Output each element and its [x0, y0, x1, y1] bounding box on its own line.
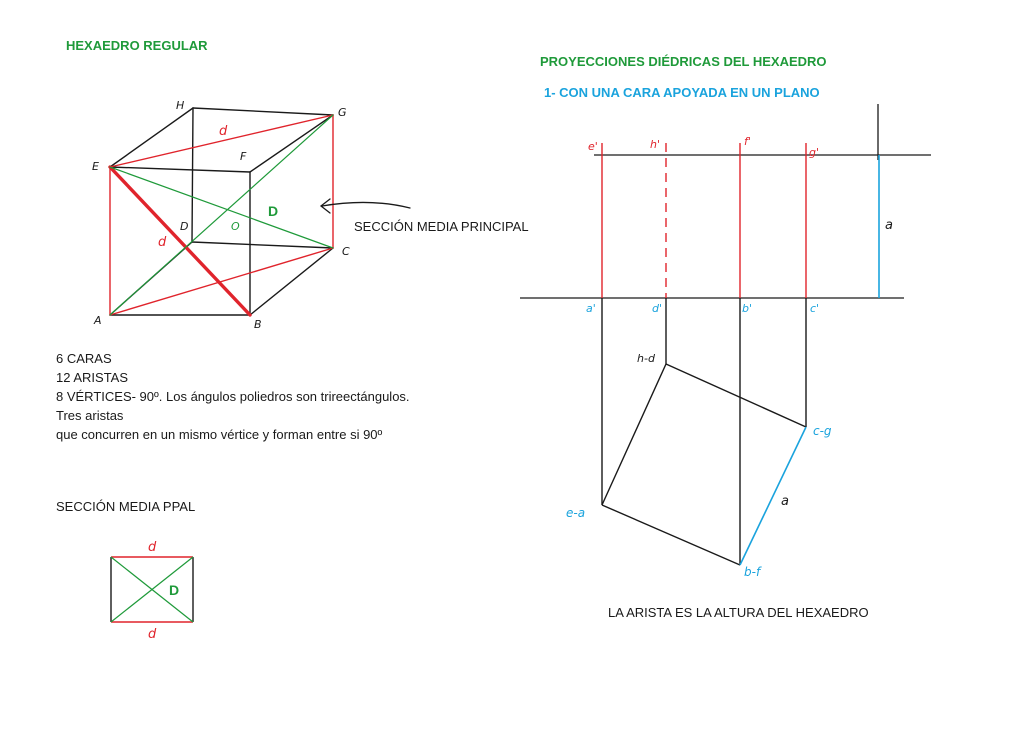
plan-label-e-a: e-a — [566, 506, 586, 520]
property-1: 6 CARAS — [56, 351, 112, 366]
label-g-prime: g' — [809, 146, 820, 159]
projections-title: PROYECCIONES DIÉDRICAS DEL HEXAEDRO — [540, 54, 827, 69]
cube-edge-ef — [109, 166, 251, 173]
label-a-prime: a' — [586, 302, 596, 315]
cube-edge-hg — [192, 107, 334, 116]
label-vertex-f: F — [240, 150, 247, 163]
label-f-prime: f' — [744, 135, 751, 148]
green-diag-ec — [109, 166, 334, 249]
cube-edge-dc — [191, 241, 334, 249]
label-d-prime: d' — [652, 302, 663, 315]
property-4: Tres aristas — [56, 408, 124, 423]
caption: LA ARISTA ES LA ALTURA DEL HEXAEDRO — [608, 605, 869, 620]
label-vertex-d: D — [180, 220, 189, 233]
cube-title: HEXAEDRO REGULAR — [66, 38, 208, 53]
cube-edge-bc — [249, 247, 334, 316]
label-e-prime: e' — [588, 140, 598, 153]
square-label-d-top: d — [148, 540, 157, 555]
property-3: 8 VÉRTICES- 90º. Los ángulos poliedros s… — [56, 389, 410, 404]
square-label-big-d: D — [169, 582, 180, 598]
label-vertex-h: H — [176, 99, 185, 112]
label-vertex-b: B — [254, 318, 262, 331]
label-vertex-a: A — [94, 314, 102, 327]
plan-drawing — [601, 298, 807, 566]
cube-drawing — [108, 107, 411, 317]
section-title: SECCIÓN MEDIA PPAL — [56, 499, 196, 514]
property-2: 12 ARISTAS — [56, 370, 129, 385]
plan-label-c-g: c-g — [813, 424, 832, 438]
label-h-prime: h' — [650, 138, 660, 151]
section-arrowhead — [319, 198, 331, 214]
label-vertex-c: C — [342, 245, 350, 258]
plan-label-b-f: b-f — [744, 565, 761, 579]
section-square — [110, 556, 194, 623]
label-center-o: O — [231, 220, 240, 233]
property-5: que concurren en un mismo vértice y form… — [56, 427, 383, 442]
section-arrow-label: SECCIÓN MEDIA PRINCIPAL — [354, 219, 529, 234]
projections-subtitle: 1- CON UNA CARA APOYADA EN UN PLANO — [544, 85, 820, 100]
red-diag-eg — [109, 114, 334, 168]
section-arrow — [321, 201, 411, 209]
green-diag-ag — [109, 114, 334, 316]
red-diag-ac — [109, 247, 334, 316]
red-thick-diag-eb — [108, 165, 252, 317]
label-vertex-e: E — [92, 160, 99, 173]
elevation-drawing — [520, 104, 931, 299]
cube-edge-gf — [249, 114, 334, 173]
plan-label-a: a — [781, 494, 789, 509]
square-label-d-bottom: d — [148, 627, 157, 642]
cube-edge-he — [109, 107, 194, 168]
height-label: a — [885, 218, 893, 233]
plan-label-h-d: h-d — [637, 352, 655, 365]
label-vertex-g: G — [338, 106, 347, 119]
label-d-diagonal: d — [158, 235, 167, 250]
label-big-d: D — [268, 203, 279, 219]
cube-edge-hd — [191, 107, 194, 243]
label-d-top: d — [219, 124, 228, 139]
label-c-prime: c' — [810, 302, 820, 315]
label-b-prime: b' — [742, 302, 753, 315]
